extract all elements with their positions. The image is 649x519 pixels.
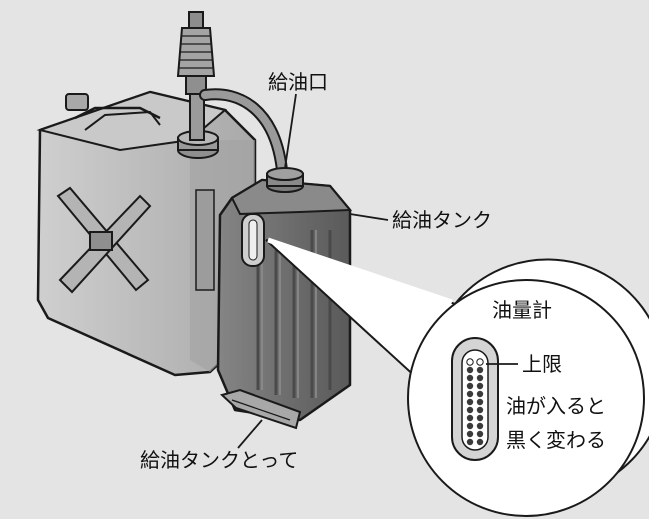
label-tank-handle: 給油タンクとって [140, 448, 299, 472]
cross-emboss [56, 186, 152, 294]
leader-lines [237, 93, 389, 449]
label-upper-limit: 上限 [522, 352, 562, 376]
label-note-line2: 黒く変わる [506, 428, 606, 452]
pump-assembly [176, 11, 288, 176]
fuel-tank [216, 167, 353, 422]
gauge-dots [466, 358, 484, 446]
tank-handle [220, 388, 302, 430]
gauge-callout [265, 237, 649, 517]
label-fill-port: 給油口 [268, 70, 328, 94]
label-oil-gauge: 油量計 [492, 298, 552, 322]
label-note-line1: 油が入ると [506, 394, 606, 418]
label-fuel-tank: 給油タンク [392, 208, 492, 232]
